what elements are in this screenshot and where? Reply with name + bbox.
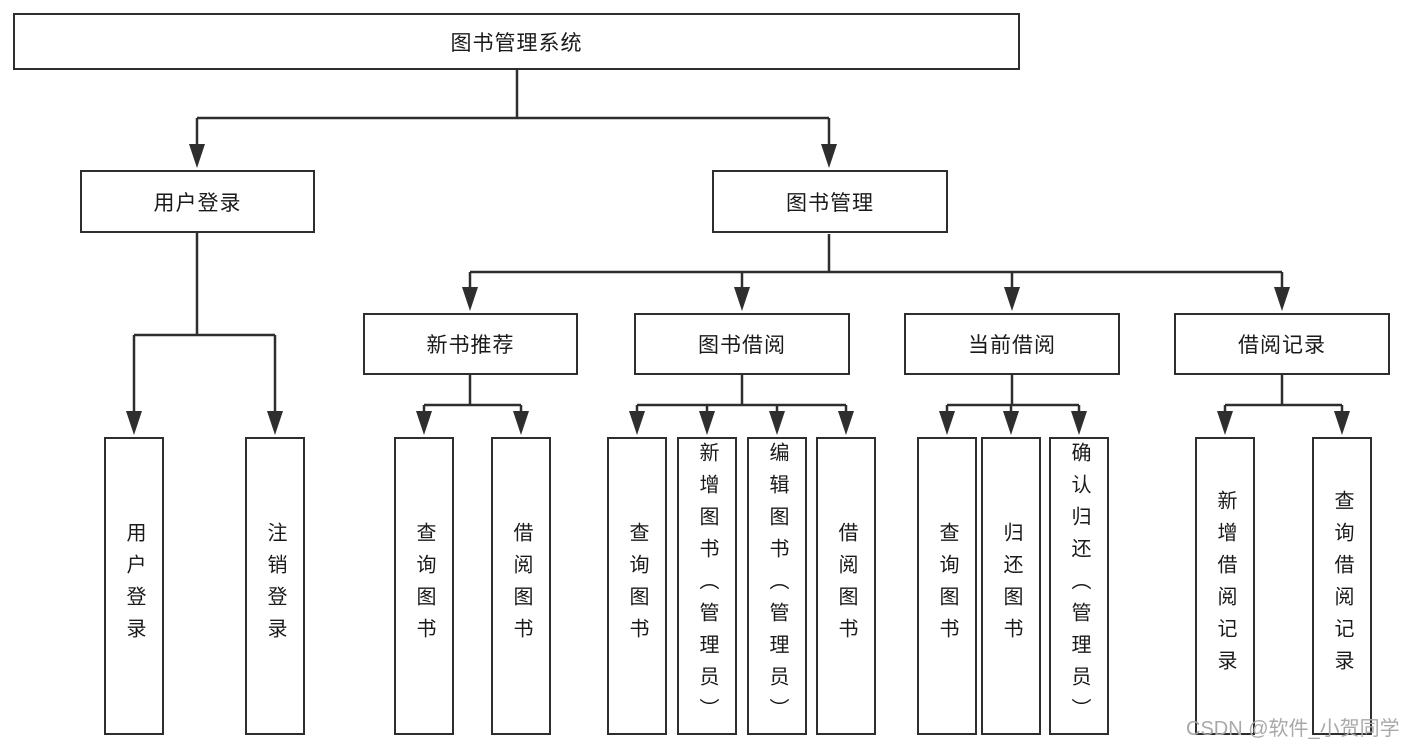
leaf-query-books-recommend: 查询图书 (394, 437, 454, 735)
node-current-borrow: 当前借阅 (904, 313, 1120, 375)
leaf-confirm-return-admin: 确认归还（管理员） (1049, 437, 1109, 735)
leaf-logout: 注销登录 (245, 437, 305, 735)
leaf-return-book: 归还图书 (981, 437, 1041, 735)
node-borrow-records: 借阅记录 (1174, 313, 1390, 375)
watermark: CSDN @软件_小贺同学 (1186, 718, 1400, 740)
node-book-management: 图书管理 (712, 170, 948, 233)
leaf-query-books-current: 查询图书 (917, 437, 977, 735)
node-book-borrow: 图书借阅 (634, 313, 850, 375)
connector-arrowheads (126, 144, 1350, 435)
connector-stems (132, 70, 1344, 415)
leaf-user-login: 用户登录 (104, 437, 164, 735)
leaf-query-borrow-record: 查询借阅记录 (1312, 437, 1372, 735)
node-root: 图书管理系统 (13, 13, 1020, 70)
node-user-login: 用户登录 (80, 170, 315, 233)
leaf-borrow-books-recommend: 借阅图书 (491, 437, 551, 735)
leaf-add-book-admin: 新增图书（管理员） (677, 437, 737, 735)
node-new-book-recommend: 新书推荐 (363, 313, 578, 375)
leaf-query-books-borrow: 查询图书 (607, 437, 667, 735)
leaf-add-borrow-record: 新增借阅记录 (1195, 437, 1255, 735)
leaf-borrow-books: 借阅图书 (816, 437, 876, 735)
leaf-edit-book-admin: 编辑图书（管理员） (747, 437, 807, 735)
